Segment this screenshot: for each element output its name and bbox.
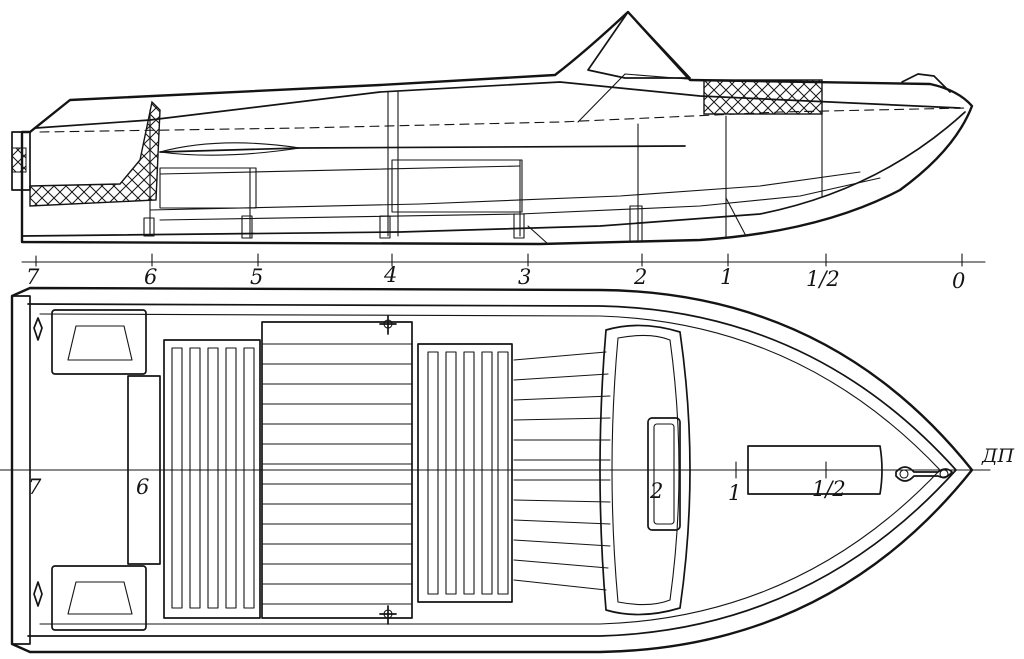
aft-grating-slats xyxy=(171,347,255,609)
gunwale-plan-inner-2 xyxy=(39,313,941,625)
windshield-frame xyxy=(577,73,701,123)
aft-grating-frame xyxy=(163,339,261,619)
side-station-label-5: 5 xyxy=(250,265,263,289)
windshield-side xyxy=(587,11,691,79)
plan-station-label-half: 1/2 xyxy=(812,477,846,501)
bow-deck-hatch xyxy=(703,79,823,115)
stern-cleat-stbd xyxy=(33,581,43,607)
fwd-grating-slats xyxy=(427,351,509,595)
oarlock-stbd xyxy=(379,605,397,625)
plan-station-label-7: 7 xyxy=(28,475,42,499)
fwd-grating-frame xyxy=(417,343,513,603)
plan-view: 7 6 2 1 1/2 ДП xyxy=(0,286,1014,654)
side-station-label-2: 2 xyxy=(633,265,647,289)
side-view: 7 6 5 4 3 2 1 1/2 0 xyxy=(11,10,986,293)
stern-locker-bottom xyxy=(51,565,147,631)
centerline-label: ДП xyxy=(981,445,1014,467)
deck-dashed-line xyxy=(39,107,966,133)
stern-locker-bottom-lid xyxy=(67,581,133,615)
windshield-plan xyxy=(599,324,691,616)
deck-window xyxy=(647,417,681,531)
side-station-ticks xyxy=(35,253,963,267)
plan-station-label-1: 1 xyxy=(728,481,741,505)
seat-top-aft xyxy=(159,165,521,175)
bow-fitting xyxy=(895,466,953,482)
plan-station-ticks xyxy=(735,461,827,479)
bow-floor-fan xyxy=(513,351,611,591)
stern-seat-hatch xyxy=(29,100,161,207)
hull-side-outline xyxy=(20,10,974,246)
side-station-label-4: 4 xyxy=(383,263,397,287)
oar xyxy=(159,145,686,153)
side-station-label-half: 1/2 xyxy=(806,267,840,291)
stringer-line xyxy=(159,177,881,221)
oar-blade xyxy=(159,142,301,156)
side-station-label-3: 3 xyxy=(518,265,531,289)
transom-hatch xyxy=(11,147,27,173)
side-station-label-1: 1 xyxy=(720,265,733,289)
stern-locker-top-lid xyxy=(67,325,133,361)
seat-box-aft xyxy=(159,167,257,209)
mid-floor-boards xyxy=(261,343,413,605)
plan-transom xyxy=(11,295,31,645)
plan-station-label-6: 6 xyxy=(136,475,149,499)
seat-box-mid xyxy=(391,159,523,213)
keel-line xyxy=(21,111,966,237)
stern-bench xyxy=(127,375,161,565)
windshield-plan-inner xyxy=(611,334,680,606)
stern-locker-top xyxy=(51,309,147,375)
bow-cleat xyxy=(901,73,951,93)
side-station-label-7: 7 xyxy=(26,265,40,289)
chine-line xyxy=(149,171,861,211)
oarlock-port xyxy=(379,315,397,335)
mid-floor-frame xyxy=(261,321,413,619)
frames-side xyxy=(143,91,823,245)
stern-cleat-port xyxy=(33,317,43,341)
foredeck-hatch xyxy=(747,445,883,495)
side-station-label-6: 6 xyxy=(144,265,157,289)
side-station-label-0: 0 xyxy=(952,269,965,293)
plan-station-label-2: 2 xyxy=(649,479,663,503)
